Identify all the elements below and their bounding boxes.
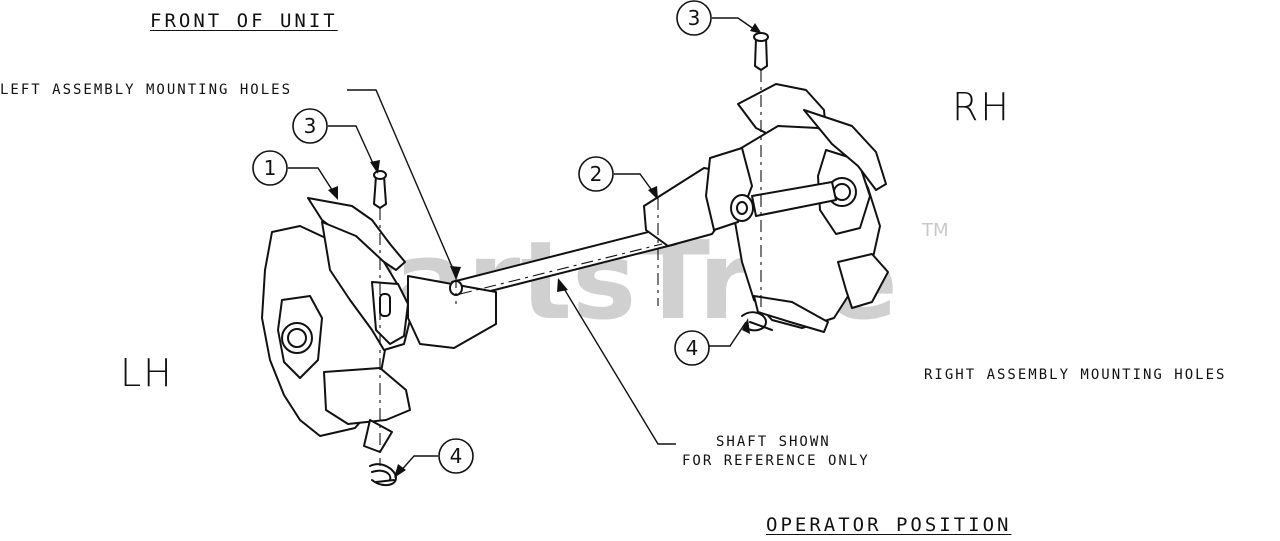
callout-1-balloon [252,150,288,186]
callout-4-right-number: 4 [686,336,699,360]
right-holes-label: RIGHT ASSEMBLY MOUNTING HOLES [924,367,1227,383]
left-holes-label: LEFT ASSEMBLY MOUNTING HOLES [0,82,293,98]
clevis-pin-right [753,32,769,71]
callout-4-left-number: 4 [450,444,463,468]
left-tine-assembly [261,197,497,453]
callout-4-right-arrowhead [742,318,750,334]
shaft-note-leader [559,281,676,445]
callout-1-leader [288,167,337,197]
callout-4-left-balloon [438,438,474,474]
callout-3-left-number: 3 [304,114,317,138]
shaft-arrowhead [557,278,568,292]
right-tine-assembly [643,83,889,333]
callout-4-right-leader [708,321,747,347]
callout-3-right-leader [712,17,759,33]
callout-3-right-arrowhead [750,23,762,34]
lh-label: LH [120,351,174,395]
rh-label: RH [952,85,1011,129]
callout-2-number: 2 [590,162,603,186]
hairpin-clip-right [741,311,773,332]
callout-2-balloon [578,156,614,192]
callout-3-left-arrowhead [370,160,380,174]
callout-2-leader [614,173,657,197]
left-holes-arrowhead [450,266,461,280]
watermark-tm: TM [921,220,949,241]
callout-3-left-balloon [292,108,328,144]
callout-1-arrowhead [328,186,338,200]
callout-1-number: 1 [264,156,277,180]
shaft-axis-line [459,243,663,295]
callout-3-right-balloon [676,0,712,36]
hairpin-clip-left [369,463,397,486]
left-holes-leader [347,89,457,277]
shaft-note-line-2: FOR REFERENCE ONLY [682,453,870,469]
callout-4-left-arrowhead [394,464,406,478]
shaft-note-line-1: SHAFT SHOWN [716,434,831,450]
callout-3-left-leader [328,125,377,171]
callout-4-left-leader [397,455,438,475]
callout-3-right-number: 3 [688,6,701,30]
clevis-pin-left [373,170,387,209]
front-of-unit-label: FRONT OF UNIT [150,10,338,32]
callout-4-right-balloon [674,330,710,366]
callout-2-arrowhead [648,186,658,200]
operator-position-label: OPERATOR POSITION [766,514,1012,536]
